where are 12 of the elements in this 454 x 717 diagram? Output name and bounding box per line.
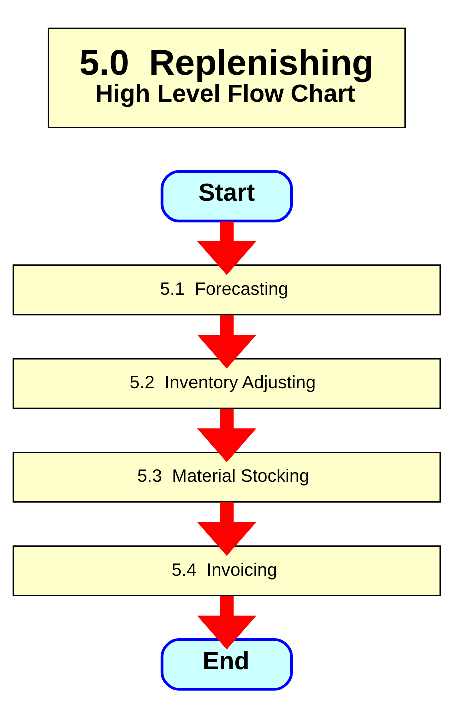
arrow xyxy=(197,408,257,462)
node-box: End xyxy=(160,638,294,690)
arrow xyxy=(197,314,257,368)
node-box: Start xyxy=(160,170,294,222)
arrow xyxy=(197,596,257,650)
node-box: 5.3 Material Stocking xyxy=(12,451,442,502)
node-box: 5.1 Forecasting xyxy=(12,264,442,316)
arrow xyxy=(197,502,257,556)
node-box: 5.2 Inventory Adjusting xyxy=(12,358,442,409)
arrow xyxy=(197,221,257,275)
node-box: 5.4 Invoicing xyxy=(12,545,442,596)
node-box: 5.0 Replenishing High Level Flow Chart xyxy=(48,27,406,128)
